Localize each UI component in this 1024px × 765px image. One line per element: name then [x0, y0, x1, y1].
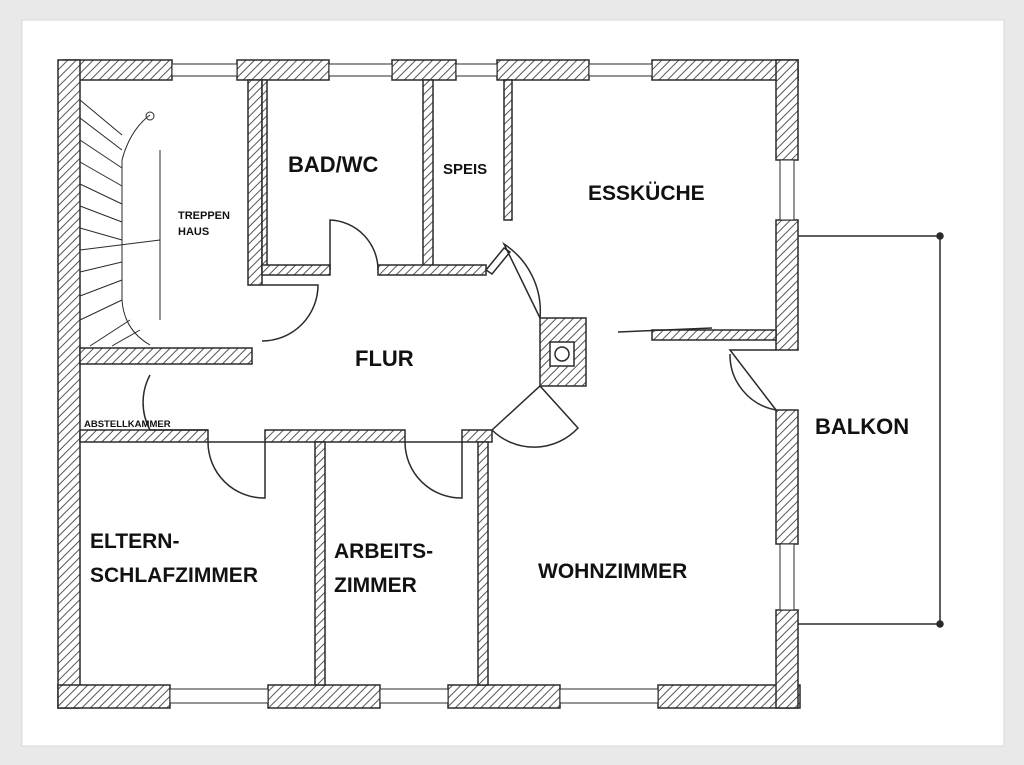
label-treppenhaus-1: TREPPEN [178, 210, 230, 222]
wall-rooms-top-2 [461, 429, 493, 443]
door-bad [329, 219, 379, 271]
wall-top-4 [496, 59, 590, 81]
wall-right-2 [775, 219, 799, 351]
label-arbeits-2: ZIMMER [334, 574, 417, 597]
stair-step [79, 99, 123, 136]
stair-step [79, 161, 123, 187]
stair-step [79, 183, 123, 205]
wall-eltern-arbeits [314, 441, 326, 686]
room-labels: TREPPEN HAUS BAD/WC SPEIS ESSKÜCHE FLUR … [84, 152, 909, 597]
balcony-post [936, 232, 944, 240]
label-eltern-1: ELTERN- [90, 530, 179, 553]
balcony [798, 232, 944, 628]
door-stair [261, 284, 319, 342]
wall-bad-speis [422, 79, 434, 271]
wall-bottom-2 [267, 684, 381, 709]
label-flur: FLUR [355, 346, 414, 371]
stair-step [111, 329, 141, 347]
label-esskueche: ESSKÜCHE [588, 182, 705, 205]
window-bottom-3 [559, 688, 659, 704]
wall-kitchen-bottom [651, 329, 777, 341]
door-abstell [142, 374, 208, 431]
wall-bottom-1 [57, 684, 171, 709]
stair-step [79, 117, 123, 151]
wall-bad-bottom-2 [377, 264, 487, 276]
label-eltern-2: SCHLAFZIMMER [90, 564, 258, 587]
staircase [79, 99, 161, 347]
wall-bad-left [261, 79, 268, 271]
door-eltern [207, 441, 266, 499]
doors [142, 219, 777, 499]
window-top-3 [455, 63, 498, 77]
wall-arbeits-wohn [477, 441, 489, 686]
stair-post [145, 111, 155, 121]
wall-rooms-top-1 [264, 429, 406, 443]
door-balcony-arc [729, 353, 777, 411]
label-wohnzimmer: WOHNZIMMER [538, 560, 687, 583]
wall-left [57, 59, 81, 709]
door-speis [484, 246, 512, 276]
label-speis: SPEIS [443, 161, 487, 178]
wall-abstell-bottom [79, 429, 209, 443]
paper-sheet [21, 19, 1005, 747]
window-right-2 [779, 543, 795, 611]
wall-right-1 [775, 59, 799, 161]
label-arbeits-1: ARBEITS- [334, 540, 433, 563]
wall-right-4 [775, 609, 799, 709]
stair-step [79, 299, 123, 321]
window-bottom-2 [379, 688, 449, 704]
stair-step [89, 319, 131, 347]
wall-speis-right [503, 79, 513, 221]
stair-step [79, 139, 123, 169]
wall-stair-right [247, 79, 263, 286]
stair-step [79, 239, 161, 251]
balcony-post [936, 620, 944, 628]
wall-stair-bottom [79, 347, 253, 365]
window-top-4 [588, 63, 653, 77]
stair-handrail [121, 114, 151, 346]
windows [169, 63, 795, 704]
window-top-1 [171, 63, 238, 77]
label-bad-wc: BAD/WC [288, 152, 379, 177]
wall-right-3 [775, 409, 799, 545]
label-balkon: BALKON [815, 414, 909, 439]
door-wohn [491, 384, 580, 448]
label-abstellkammer: ABSTELLKAMMER [84, 419, 171, 430]
window-right-1 [779, 159, 795, 221]
door-balcony [728, 349, 777, 411]
wall-bad-bottom [261, 264, 331, 276]
stair-step [79, 227, 123, 241]
wall-bottom-3 [447, 684, 561, 709]
wall-top-3 [391, 59, 457, 81]
wall-top-2 [236, 59, 330, 81]
window-top-2 [328, 63, 393, 77]
stair-step [79, 205, 123, 223]
stair-step [79, 279, 123, 297]
door-arbeits [404, 441, 463, 499]
door-kitchen [502, 241, 542, 319]
chimney-flue-circle [554, 346, 570, 362]
label-treppenhaus-2: HAUS [178, 226, 209, 238]
stair-step [79, 261, 123, 273]
window-bottom-1 [169, 688, 269, 704]
kitchen-sliding-rail [617, 327, 713, 333]
